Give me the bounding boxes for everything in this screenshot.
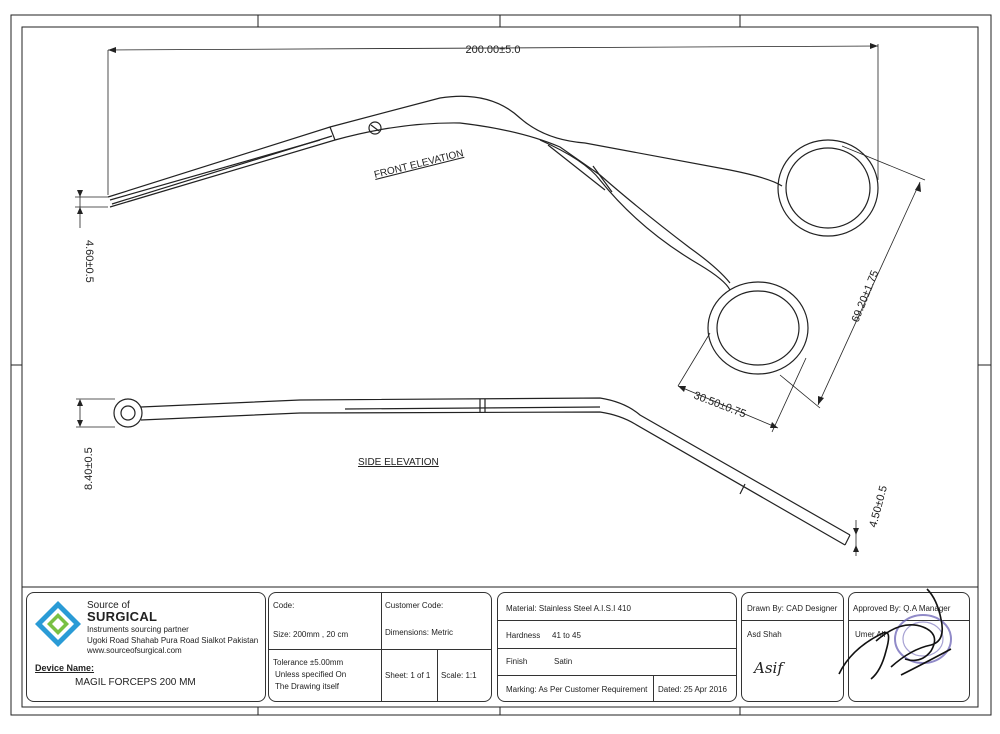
dim-side-ring: 8.40±0.5	[83, 447, 95, 490]
divider	[381, 649, 382, 701]
side-ring-outer	[113, 398, 143, 428]
finish-label: Finish	[506, 657, 528, 666]
side-tip-mark	[739, 483, 746, 495]
hardness-value: 41 to 45	[552, 631, 581, 640]
customer-code-label: Customer Code:	[385, 601, 444, 610]
front-elevation-forceps	[107, 95, 879, 375]
arrow-head	[77, 207, 83, 214]
company-logo-icon	[35, 601, 81, 647]
divider	[742, 620, 843, 621]
approved-by-label: Approved By: Q.A Manager	[853, 604, 951, 613]
company-tagline: Instruments sourcing partner	[87, 625, 189, 634]
dim-side-tip: 4.50±0.5	[867, 484, 890, 528]
material-box: Material: Stainless Steel A.I.S.I 410 Ha…	[497, 592, 737, 702]
material-label: Material: Stainless Steel A.I.S.I 410	[506, 604, 631, 613]
upper-finger-ring-inner	[785, 147, 871, 229]
company-website[interactable]: www.sourceofsurgical.com	[87, 646, 182, 655]
dim-ring-width: 30.50±0.75	[692, 390, 748, 421]
screw-slot	[370, 124, 380, 132]
company-box: Source of SURGICAL Instruments sourcing …	[26, 592, 266, 702]
arrow-head	[678, 386, 686, 392]
side-elevation-forceps	[113, 397, 851, 546]
lower-finger-ring-outer	[707, 281, 809, 375]
tolerance-line1: Tolerance ±5.00mm	[273, 658, 344, 667]
dated-label: Dated: 25 Apr 2016	[658, 685, 727, 694]
dim-ext-line	[841, 145, 926, 181]
drawn-box: Drawn By: CAD Designer Asd Shah Asif	[741, 592, 844, 702]
upper-finger-ring-outer	[777, 139, 879, 237]
finish-value: Satin	[554, 657, 573, 666]
arrow-head	[915, 182, 921, 192]
arrow-head	[77, 190, 83, 197]
divider	[849, 620, 969, 621]
dim-ring-span: 69.20±1.75	[850, 269, 882, 324]
divider	[498, 648, 736, 649]
dimension-lines	[75, 44, 926, 556]
drawn-by-name: Asd Shah	[747, 630, 782, 639]
arrow-head	[818, 396, 824, 405]
dim-tip-width: 4.60±0.5	[83, 240, 95, 283]
lower-finger-ring-inner	[716, 290, 800, 366]
front-elevation-label: FRONT ELEVATION	[373, 148, 465, 181]
arrow-head	[770, 422, 778, 428]
device-name-label: Device Name:	[35, 663, 95, 673]
company-name: SURGICAL	[87, 609, 158, 624]
lower-handle	[539, 139, 731, 291]
dim-ext-line	[779, 374, 821, 409]
sheet-label: Sheet: 1 of 1	[385, 671, 431, 680]
dim-ring-width-line	[677, 385, 779, 429]
divider	[498, 620, 736, 621]
code-label: Code:	[273, 601, 295, 610]
dim-ext-line	[771, 357, 807, 433]
arrow-head	[870, 43, 878, 49]
box-joint-screw	[368, 121, 382, 135]
drawn-by-label: Drawn By: CAD Designer	[747, 604, 838, 613]
handle-mark	[592, 165, 613, 193]
side-ring-inner	[120, 405, 136, 421]
divider	[498, 675, 736, 676]
side-shaft-top	[140, 397, 851, 536]
marking-label: Marking: As Per Customer Requirement	[506, 685, 648, 694]
divider	[653, 675, 654, 701]
lower-shaft	[109, 122, 731, 284]
dimension-arrows	[77, 43, 921, 552]
hardness-label: Hardness	[506, 631, 541, 640]
divider	[437, 649, 438, 701]
dim-overall-length: 200.00±5.0	[466, 44, 521, 56]
side-tip-end	[844, 534, 851, 546]
side-shaft-bottom	[140, 411, 846, 546]
arrow-head	[77, 399, 83, 406]
jaw-step	[329, 126, 336, 141]
size-label: Size: 200mm , 20 cm	[273, 630, 349, 639]
dim-length-line	[107, 45, 879, 51]
divider	[381, 593, 382, 649]
approved-box: Approved By: Q.A Manager Umer Ali	[838, 588, 970, 702]
side-elevation-label: SIDE ELEVATION	[358, 457, 439, 468]
tolerance-line3: The Drawing itself	[275, 682, 340, 691]
divider	[269, 649, 491, 650]
dim-ring-span-line	[817, 181, 921, 406]
spec-box: Code: Customer Code: Size: 200mm , 20 cm…	[268, 592, 492, 702]
jaw-serration-line	[109, 139, 321, 201]
company-address: Ugoki Road Shahab Pura Road Sialkot Paki…	[87, 636, 259, 645]
approved-by-name: Umer Ali	[855, 630, 886, 639]
dim-ext-line	[677, 332, 711, 387]
device-name: MAGIL FORCEPS 200 MM	[75, 677, 196, 688]
approval-stamp-and-signature	[838, 588, 952, 680]
dimensions-label: Dimensions: Metric	[385, 628, 454, 637]
upper-shaft	[107, 95, 783, 198]
handle-edge	[547, 144, 606, 191]
arrow-head	[108, 47, 116, 53]
tolerance-line2: Unless specified On	[275, 670, 347, 679]
arrow-head	[77, 420, 83, 427]
side-shaft-inner	[344, 406, 601, 410]
arrow-head	[853, 545, 859, 552]
company-line1: Source of	[87, 600, 130, 611]
arrow-head	[853, 528, 859, 535]
scale-label: Scale: 1:1	[441, 671, 477, 680]
drawn-signature: Asif	[754, 659, 783, 677]
